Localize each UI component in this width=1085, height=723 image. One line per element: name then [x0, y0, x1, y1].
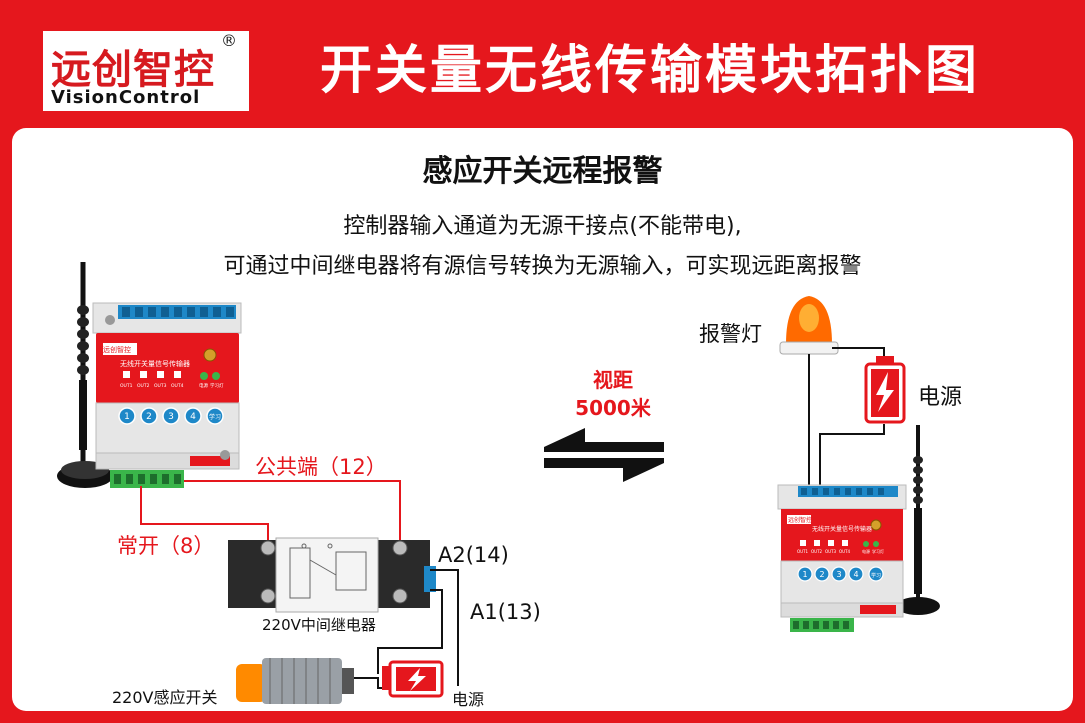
description-line-2: 可通过中间继电器将有源信号转换为无源输入，可实现远距离报警 [223, 254, 862, 279]
svg-text:OUT4: OUT4 [171, 383, 184, 389]
module-panel-title-right: 无线开关量信号传输器 [812, 525, 872, 533]
svg-text:学习: 学习 [871, 572, 881, 579]
svg-text:OUT1: OUT1 [120, 383, 133, 389]
description-line-1: 控制器输入通道为无源干接点(不能带电), [343, 214, 742, 239]
range-label-line-1: 视距 [593, 368, 633, 392]
svg-text:1: 1 [124, 412, 130, 422]
relay-label: 220V中间继电器 [262, 616, 376, 634]
svg-text:2: 2 [146, 412, 152, 422]
svg-text:2: 2 [819, 570, 824, 579]
svg-text:4: 4 [853, 570, 858, 579]
wireless-module-right [777, 484, 907, 632]
logo-chinese-text: 远创智控 [51, 47, 215, 93]
power-label-left: 电源 [452, 690, 485, 709]
common-terminal-label: 公共端（12） [255, 455, 387, 479]
svg-text:3: 3 [168, 412, 174, 422]
svg-text:OUT2: OUT2 [811, 549, 823, 554]
svg-text:4: 4 [190, 412, 196, 422]
alarm-lamp-label: 报警灯 [699, 322, 762, 346]
svg-text:学习: 学习 [209, 413, 221, 421]
wireless-module-left [92, 302, 242, 488]
a2-terminal-label: A2(14) [438, 543, 509, 567]
module-logo-mini-right: 远创智控 [788, 516, 812, 524]
svg-text:OUT3: OUT3 [825, 549, 837, 554]
power-battery-icon-right [864, 356, 906, 424]
range-label-line-2: 5000米 [575, 396, 651, 420]
svg-text:OUT2: OUT2 [137, 383, 150, 389]
svg-text:电源: 电源 [199, 382, 208, 389]
svg-text:学习灯: 学习灯 [210, 382, 224, 389]
svg-text:3: 3 [836, 570, 841, 579]
alarm-lamp-icon [779, 296, 839, 355]
module-buttons-right: 1 2 3 4 学习 [802, 570, 881, 579]
svg-text:电源: 电源 [862, 548, 870, 554]
svg-text:学习灯: 学习灯 [872, 548, 884, 554]
sensor-icon [236, 658, 354, 704]
svg-text:OUT3: OUT3 [154, 383, 167, 389]
power-battery-icon-left [382, 660, 444, 698]
a1-terminal-label: A1(13) [470, 600, 541, 624]
module-out-labels-right: OUT1 OUT2 OUT3 OUT4 电源 学习灯 [797, 548, 884, 554]
diagram-subtitle: 感应开关远程报警 [422, 154, 663, 189]
module-out-labels: OUT1 OUT2 OUT3 OUT4 电源 学习灯 [120, 382, 224, 389]
power-label-right: 电源 [918, 385, 963, 410]
relay-component [228, 537, 436, 613]
module-panel-title: 无线开关量信号传输器 [120, 359, 190, 368]
antenna-icon-right [896, 425, 940, 615]
svg-text:OUT4: OUT4 [839, 549, 851, 554]
bidirectional-arrows-icon [544, 428, 664, 482]
svg-text:1: 1 [802, 570, 807, 579]
sensor-label: 220V感应开关 [112, 688, 218, 707]
brand-logo: 远创智控 ® VisionControl [43, 31, 249, 111]
logo-english-text: VisionControl [51, 87, 201, 108]
page-title: 开关量无线传输模块拓扑图 [319, 41, 980, 101]
normal-open-label: 常开（8） [117, 534, 215, 558]
svg-text:OUT1: OUT1 [797, 549, 809, 554]
registered-mark: ® [221, 31, 237, 50]
module-buttons: 1 2 3 4 学习 [124, 412, 221, 422]
module-logo-mini: 远创智控 [103, 345, 131, 354]
red-signal-wires [140, 480, 401, 545]
